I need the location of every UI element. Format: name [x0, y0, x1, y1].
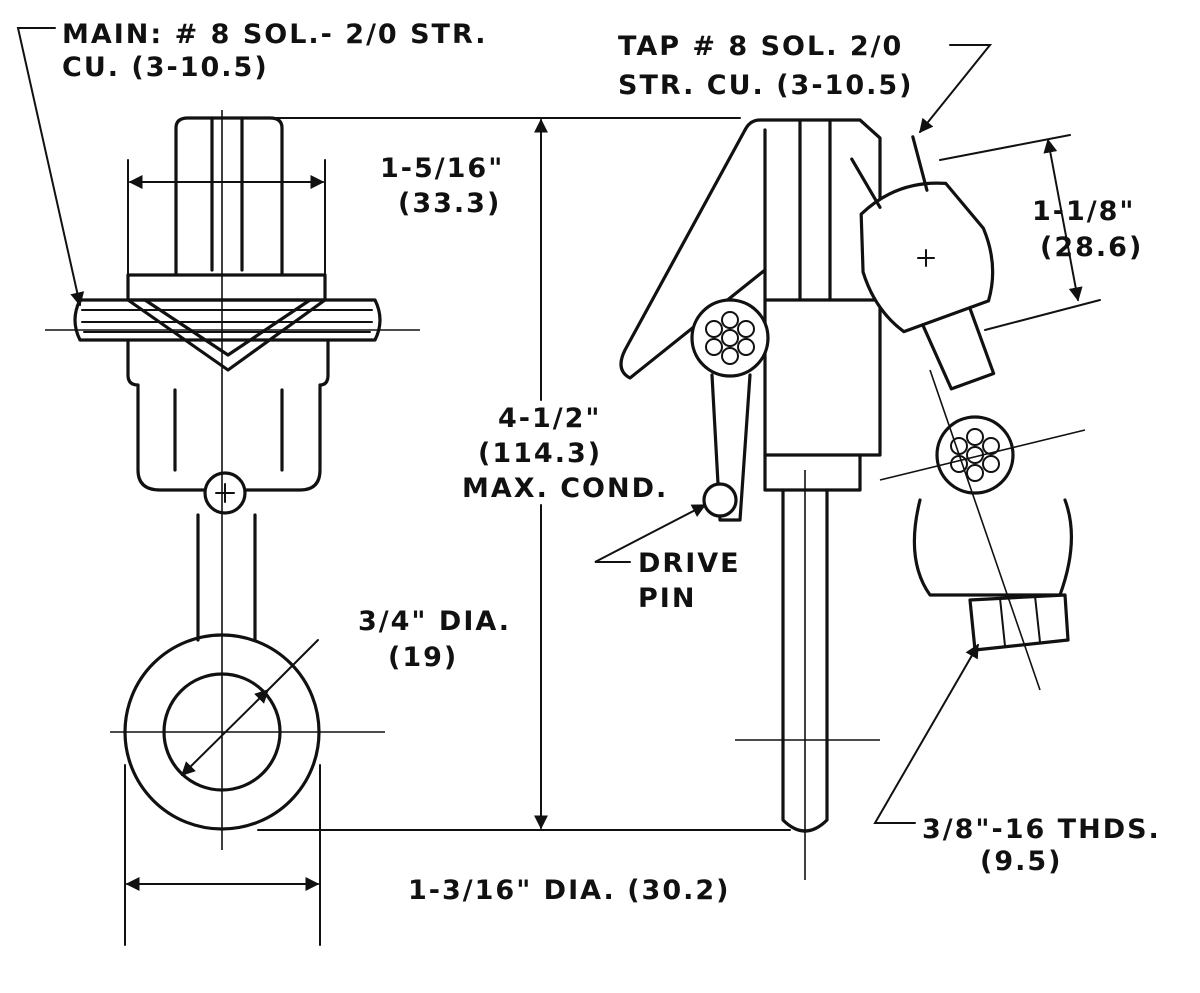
height-mm-label: (114.3): [478, 438, 602, 469]
tap-width-mm-label: (28.6): [1040, 232, 1143, 263]
height-note-label: MAX. COND.: [462, 473, 668, 504]
dimension-lines: [16, 27, 993, 946]
front-view: [45, 110, 420, 850]
tap-conductor-label-line2: STR. CU. (3-10.5): [618, 70, 914, 101]
height-in-label: 4-1/2": [498, 403, 602, 434]
tap-width-in-label: 1-1/8": [1032, 196, 1136, 227]
main-conductor-label-line1: MAIN: # 8 SOL.- 2/0 STR.: [62, 19, 488, 50]
drive-pin-label-line2: PIN: [638, 583, 696, 614]
eye-dia-in-label: 3/4" DIA.: [358, 606, 511, 637]
eye-dia-mm-label: (19): [388, 642, 458, 673]
width-top-mm-label: (33.3): [398, 188, 501, 219]
thread-label-line1: 3/8"-16 THDS.: [922, 814, 1161, 845]
drive-pin-label-line1: DRIVE: [638, 548, 741, 579]
main-conductor-label-line2: CU. (3-10.5): [62, 52, 269, 83]
base-dia-label: 1-3/16" DIA. (30.2): [408, 875, 731, 906]
width-top-in-label: 1-5/16": [380, 153, 504, 184]
thread-label-line2: (9.5): [980, 846, 1063, 877]
tap-conductor-label-line1: TAP # 8 SOL. 2/0: [618, 31, 903, 62]
side-view: [619, 118, 1101, 880]
